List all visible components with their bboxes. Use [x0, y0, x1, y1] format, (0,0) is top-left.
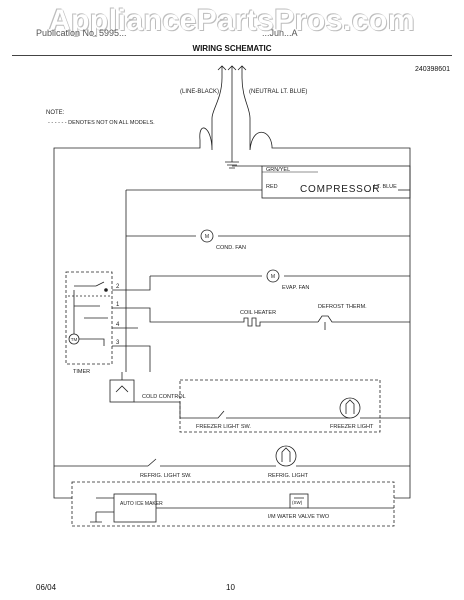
terminal-3-label: 3 — [116, 340, 120, 346]
l1-bus — [125, 189, 262, 372]
cold-control-box — [109, 379, 135, 403]
line-wire — [53, 77, 223, 499]
red-label: RED — [266, 184, 278, 190]
evap-fan-label: EVAP. FAN — [282, 285, 309, 291]
refrig-light-label: REFRIG. LIGHT — [268, 473, 309, 479]
freezer-light-label: FREEZER LIGHT — [330, 424, 374, 430]
note-text: - - - - - - DENOTES NOT ON ALL MODELS. — [48, 120, 155, 126]
auto-ice-maker-label: AUTO ICE MAKER — [120, 501, 163, 507]
cold-control-switch — [115, 385, 129, 393]
compressor-box — [261, 165, 411, 199]
lt-blue-label: LT. BLUE — [374, 184, 397, 190]
footer-date: 06/04 — [36, 583, 57, 592]
power-plug-icon — [217, 65, 247, 78]
note-title: NOTE: — [46, 110, 65, 116]
ice-maker-box — [71, 481, 395, 527]
terminal-4-label: 4 — [116, 322, 120, 328]
refrig-light-switch-icon — [147, 458, 276, 467]
water-valve-label: I/M WATER VALVE TWO — [268, 514, 330, 520]
defrost-therm-label: DEFROST THERM. — [318, 304, 367, 310]
part-number: 240398601 — [414, 66, 450, 73]
freezer-light-switch-icon — [200, 410, 350, 419]
line-black-label: (LINE-BLACK) — [180, 89, 219, 95]
timer-motor-label: TM — [71, 337, 78, 342]
cold-control-label: COLD CONTROL — [142, 394, 186, 400]
footer-page-number: 10 — [226, 583, 235, 592]
coil-heater-label: COIL HEATER — [240, 310, 276, 316]
terminal-3-wire — [112, 345, 151, 372]
timer-contacts — [73, 281, 108, 346]
auto-ice-maker-box — [113, 493, 157, 523]
grnyel-label: GRN/YEL — [266, 167, 290, 173]
water-valve-icon — [289, 493, 309, 509]
model-label: ...Jun...A — [262, 28, 298, 38]
evap-fan-motor-icon — [266, 269, 280, 283]
ground-icon — [225, 161, 239, 169]
timer-label: TIMER — [73, 369, 90, 375]
refrig-light-sw-label: REFRIG. LIGHT SW. — [140, 473, 192, 479]
compressor-label: COMPRESSOR — [300, 184, 380, 195]
evap-fan-motor-label: M — [271, 274, 275, 280]
terminal-2-wire — [112, 276, 151, 291]
freezer-light-icon — [339, 397, 361, 419]
terminal-1-wire — [112, 307, 240, 323]
freezer-light-sw-label: FREEZER LIGHT SW. — [196, 424, 251, 430]
ice-maker-wiring — [90, 497, 290, 523]
defrost-therm-icon — [317, 315, 344, 330]
cond-fan-motor-label: M — [205, 234, 209, 240]
neutral-wire — [241, 77, 411, 499]
watermark-logo: AppliancePartsPros.com — [48, 4, 416, 37]
ice-sw-label: (SW) — [292, 500, 303, 505]
timer-box — [65, 271, 113, 365]
cond-fan-label: COND. FAN — [216, 245, 246, 251]
cond-fan-motor-icon — [200, 229, 214, 243]
neutral-label: (NEUTRAL LT. BLUE) — [249, 89, 307, 95]
publication-label: Publication No. 5995... — [36, 28, 127, 38]
title-rule — [12, 55, 452, 56]
terminal-1-label: 1 — [116, 302, 120, 308]
page-title: WIRING SCHEMATIC — [192, 44, 272, 53]
terminal-2-label: 2 — [116, 284, 120, 290]
refrig-light-icon — [275, 445, 297, 467]
coil-heater-icon — [240, 317, 318, 327]
